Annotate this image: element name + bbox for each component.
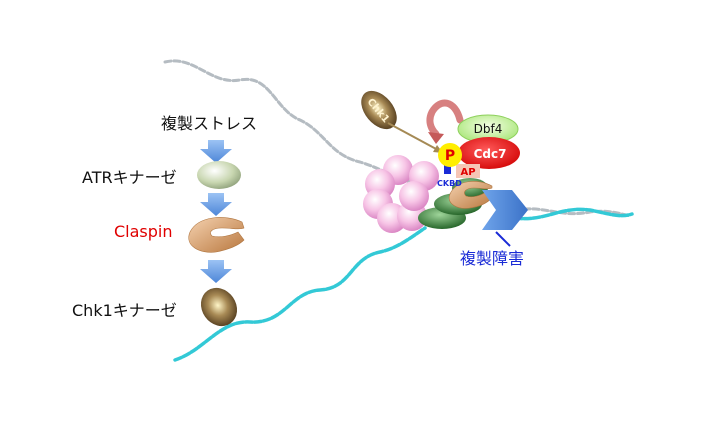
atr-kinase-icon [197,161,241,189]
parental-strand-gray [163,59,422,187]
chk1-blob-icon [361,90,397,130]
replisome [361,90,528,247]
chk1-label: Chk1キナーゼ [72,301,177,320]
ap-box [456,164,480,178]
phospho-icon [438,143,462,167]
stress-label: 複製ストレス [161,114,258,133]
arrow-down-2 [200,193,232,216]
dbf4-label: Dbf4 [474,122,503,136]
cdc7-curved-arrow [426,99,464,138]
ckbd-marker [444,162,451,174]
atr-label: ATRキナーゼ [82,168,177,187]
arrow-down-3 [200,260,232,283]
cdc7-label: Cdc7 [474,147,507,161]
dna-strands [163,59,634,362]
pathway [188,140,245,327]
chk1-kinase-icon [200,287,238,327]
cdc7-curved-arrowhead [428,132,444,144]
daughter-strand-cyan-right [513,207,634,221]
block-arrow-icon [482,190,528,230]
block-label: 複製障害 [460,249,525,268]
block-pointer-line [495,231,511,247]
mcm-subunit [399,181,429,211]
phospho-label: P [445,148,455,164]
arrow-down-1 [200,140,232,163]
mcm-ring [363,155,439,233]
chk1-to-p-arrow [387,122,439,151]
ap-label: AP [460,167,475,178]
cdc7-icon [458,137,520,169]
claspin-icon [188,217,245,253]
claspin-label: Claspin [114,222,173,241]
ckbd-label: CKBD [437,179,462,188]
daughter-strand-cyan [173,226,427,362]
parental-strand-gray-right [513,207,632,218]
